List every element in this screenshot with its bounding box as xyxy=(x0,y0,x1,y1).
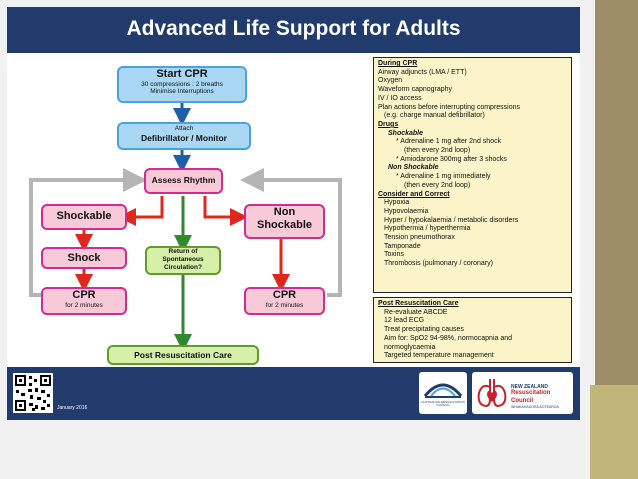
during-cpr-item: (e.g. charge manual defibrillator) xyxy=(384,112,485,120)
start-cpr-line1: 30 compressions : 2 breaths xyxy=(141,81,223,88)
during-cpr-item: IV / IO access xyxy=(378,94,422,102)
cpr-right-title: CPR xyxy=(272,289,297,301)
post-care-item: normoglycaemia xyxy=(384,343,436,351)
consider-item: Hypothermia / hyperthermia xyxy=(384,225,471,233)
rosc-line2: Spontaneous xyxy=(162,256,204,263)
drug-item: (then every 2nd loop) xyxy=(404,181,471,189)
drug-item: * Adrenaline 1 mg after 2nd shock xyxy=(396,138,502,146)
consider-item: Hyper / hypokalaemia / metabolic disorde… xyxy=(384,216,519,224)
during-cpr-item: Waveform capnography xyxy=(378,86,453,94)
rosc-line3: Circulation? xyxy=(164,264,202,271)
flow-connectors xyxy=(29,103,342,352)
post-care-item: Targeted temperature management xyxy=(384,352,494,360)
start-cpr-line2: Minimise Interruptions xyxy=(150,88,214,95)
consider-item: Toxins xyxy=(384,251,404,259)
title-bar: Advanced Life Support for Adults xyxy=(7,7,580,53)
loop-arrows xyxy=(29,168,342,297)
rosc-box: Return of Spontaneous Circulation? xyxy=(145,246,221,275)
drug-item: (then every 2nd loop) xyxy=(404,147,471,155)
drugs-header: Drugs xyxy=(378,120,399,128)
during-cpr-item: Plan actions before interrupting compres… xyxy=(378,103,521,111)
arc-logo-text: AUSTRALIAN RESUSCITATION COUNCIL xyxy=(421,400,465,408)
post-resuscitation-panel: Post Resuscitation Care Re-evaluate ABCD… xyxy=(373,297,572,363)
drugs-non-shockable-label: Non Shockable xyxy=(388,164,439,172)
qr-code xyxy=(13,373,53,413)
post-resuscitation-care-label: Post Resuscitation Care xyxy=(134,350,232,360)
shockable-box: Shockable xyxy=(41,204,127,230)
cpr-left-sub: for 2 minutes xyxy=(65,302,103,309)
post-care-item: Re-evaluate ABCDE xyxy=(384,308,448,316)
consider-item: Tension pneumothorax xyxy=(384,234,455,242)
assess-rhythm-label: Assess Rhythm xyxy=(151,175,216,185)
slide-title: Advanced Life Support for Adults xyxy=(126,17,461,40)
post-care-header: Post Resuscitation Care xyxy=(378,300,459,307)
slide-side-accent xyxy=(590,385,638,479)
non-shockable-label-1: Non xyxy=(273,206,296,218)
drug-item: * Adrenaline 1 mg immediately xyxy=(396,173,491,181)
drugs-shockable-label: Shockable xyxy=(388,129,424,137)
consider-correct-header: Consider and Correct xyxy=(378,190,450,198)
slide: Advanced Life Support for Adults xyxy=(7,7,580,420)
post-care-item: Aim for: SpO2 94-98%, normocapnia and xyxy=(384,334,513,342)
nzrc-logo-text: NEW ZEALAND Resuscitation Council WHAKAH… xyxy=(511,384,573,410)
publication-date: January 2016 xyxy=(57,405,88,411)
post-resuscitation-care-box: Post Resuscitation Care xyxy=(107,345,259,365)
lungs-heart-icon xyxy=(477,379,507,408)
cpr-left-box: CPR for 2 minutes xyxy=(41,287,127,315)
cpr-right-sub: for 2 minutes xyxy=(265,302,304,309)
arc-logo: AUSTRALIAN RESUSCITATION COUNCIL xyxy=(419,372,467,414)
non-shockable-label-2: Shockable xyxy=(256,219,313,231)
cpr-right-box: CPR for 2 minutes xyxy=(244,287,325,315)
during-cpr-panel: During CPR Airway adjuncts (LMA / ETT) O… xyxy=(373,57,572,293)
consider-item: Thrombosis (pulmonary / coronary) xyxy=(384,260,493,268)
drug-item: * Amiodarone 300mg after 3 shocks xyxy=(396,155,507,163)
assess-rhythm-box: Assess Rhythm xyxy=(144,168,223,194)
shock-label: Shock xyxy=(67,252,101,264)
start-cpr-title: Start CPR xyxy=(156,68,208,80)
shock-box: Shock xyxy=(41,247,127,269)
during-cpr-item: Oxygen xyxy=(378,77,403,85)
nzrc-line3: WHAKAHAUORA AOTEAROA xyxy=(511,405,559,410)
consider-item: Tamponade xyxy=(384,242,421,250)
during-cpr-header: During CPR xyxy=(378,60,418,67)
nzrc-logo: NEW ZEALAND Resuscitation Council WHAKAH… xyxy=(472,372,573,414)
post-care-item: 12 lead ECG xyxy=(384,317,425,325)
post-care-item: Treat precipitating causes xyxy=(384,326,464,334)
consider-item: Hypovolaemia xyxy=(384,207,429,215)
attach-defibrillator-box: Attach Defibrillator / Monitor xyxy=(117,122,251,150)
attach-label: Attach xyxy=(174,125,194,132)
non-shockable-box: Non Shockable xyxy=(244,204,325,239)
rosc-line1: Return of xyxy=(168,248,198,255)
attach-title: Defibrillator / Monitor xyxy=(141,133,227,143)
cpr-left-title: CPR xyxy=(72,289,96,301)
consider-item: Hypoxia xyxy=(384,199,410,207)
red-arrows xyxy=(75,196,290,292)
nzrc-line1: NEW ZEALAND xyxy=(511,384,548,390)
arc-logo-mark xyxy=(423,383,463,398)
during-cpr-item: Airway adjuncts (LMA / ETT) xyxy=(378,68,467,76)
footer-bar: January 2016 AUSTRALIAN RESUSCITATION CO… xyxy=(7,367,580,420)
nzrc-line2: Resuscitation Council xyxy=(511,390,551,404)
shockable-label: Shockable xyxy=(56,210,112,222)
start-cpr-box: Start CPR 30 compressions : 2 breaths Mi… xyxy=(117,66,247,103)
